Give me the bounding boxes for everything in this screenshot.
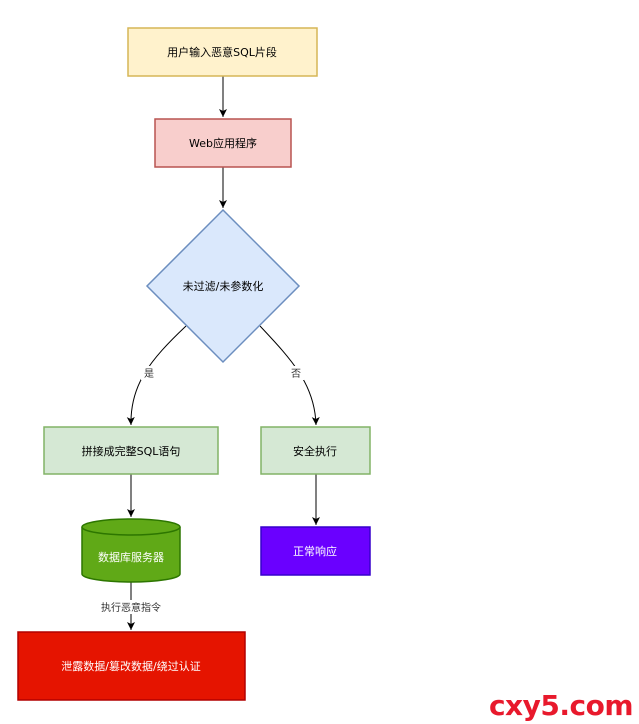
edge-decision-yes — [126, 325, 187, 426]
node-concat-sql-box — [43, 426, 219, 475]
node-data-leak-label: 泄露数据/篡改数据/绕过认证 — [61, 659, 200, 673]
node-database-label: 数据库服务器 — [98, 550, 164, 564]
node-safe-exec-box — [260, 426, 371, 475]
node-concat-sql-label: 拼接成完整SQL语句 — [82, 444, 181, 458]
node-normal-response-box — [260, 526, 371, 576]
node-database-top — [81, 518, 181, 536]
edge-label-bg — [97, 600, 165, 614]
node-user-input-box — [127, 27, 318, 77]
node-web-app: Web应用程序 — [154, 118, 292, 168]
node-concat-sql: 拼接成完整SQL语句 — [43, 426, 219, 475]
node-normal-response: 正常响应 — [260, 526, 371, 576]
node-database-cylinder — [81, 527, 181, 583]
node-database: 数据库服务器 — [81, 518, 181, 583]
edge-label-bg — [288, 366, 304, 380]
node-web-app-box — [154, 118, 292, 168]
node-safe-exec: 安全执行 — [260, 426, 371, 475]
node-web-app-label: Web应用程序 — [189, 136, 257, 150]
edge-label-bg — [141, 366, 157, 380]
node-data-leak: 泄露数据/篡改数据/绕过认证 — [17, 631, 246, 701]
edge-label-exec: 执行恶意指令 — [101, 601, 161, 614]
node-normal-response-label: 正常响应 — [293, 544, 337, 558]
node-decision: 未过滤/未参数化 — [145, 208, 301, 364]
edge-label-no: 否 — [291, 368, 301, 380]
edge-label-yes: 是 — [144, 368, 154, 380]
node-safe-exec-label: 安全执行 — [293, 444, 337, 458]
node-user-input-label: 用户输入恶意SQL片段 — [167, 45, 277, 59]
node-user-input: 用户输入恶意SQL片段 — [127, 27, 318, 77]
node-decision-label: 未过滤/未参数化 — [183, 279, 264, 293]
node-decision-diamond — [145, 208, 301, 364]
node-data-leak-box — [17, 631, 246, 701]
watermark-text: cxy5.com — [488, 689, 634, 722]
